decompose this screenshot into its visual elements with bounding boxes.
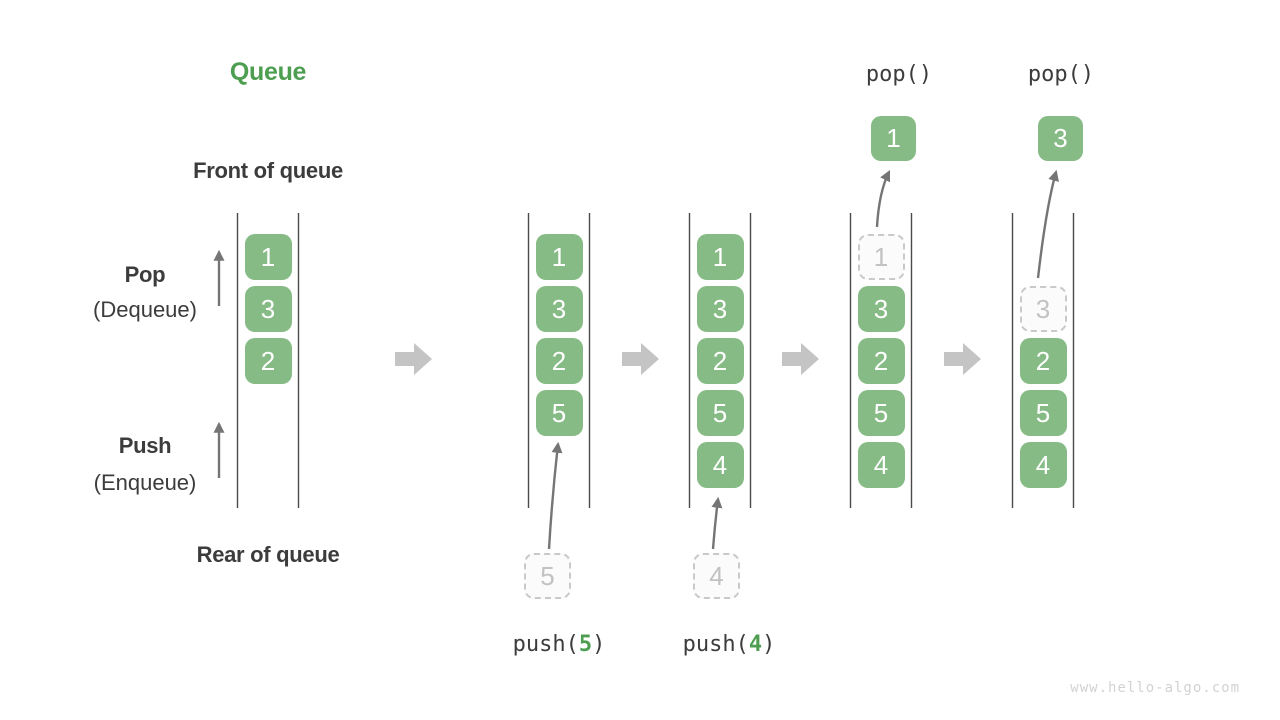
queue-cell: 4 <box>857 442 905 488</box>
enqueue-label: (Enqueue) <box>93 470 197 495</box>
queue-cell: 3 <box>244 286 292 332</box>
transition-arrows <box>395 343 981 375</box>
watermark: www.hello-algo.com <box>1070 680 1240 696</box>
push-operation-label: push(4) <box>683 632 776 657</box>
push-prefix: push( <box>682 632 749 657</box>
queue-cell: 2 <box>1019 338 1067 384</box>
pop-dequeue-label: Pop (Dequeue) <box>93 257 197 327</box>
push-suffix: ) <box>762 632 776 657</box>
queue-rails <box>236 213 1075 508</box>
front-of-queue-label: Front of queue <box>193 158 343 183</box>
queue-cell: 2 <box>535 338 583 384</box>
push-suffix: ) <box>592 632 606 657</box>
queue-cell-dashed: 3 <box>1019 286 1067 332</box>
pending-push-box: 4 <box>693 553 740 599</box>
queue-cell: 1 <box>244 234 292 280</box>
queue-cell: 5 <box>535 390 583 436</box>
queue-cell: 2 <box>696 338 744 384</box>
popped-value-box: 3 <box>1038 116 1083 161</box>
flow-arrows <box>213 169 1059 550</box>
rear-of-queue-label: Rear of queue <box>196 542 340 567</box>
dequeue-label: (Dequeue) <box>93 297 197 322</box>
pending-push-box: 5 <box>524 553 571 599</box>
queue-cell-dashed: 1 <box>857 234 905 280</box>
queue-cell: 1 <box>535 234 583 280</box>
queue-cell: 3 <box>857 286 905 332</box>
pop-operation-label: pop() <box>865 62 933 87</box>
queue-cell: 3 <box>696 286 744 332</box>
queue-cell: 4 <box>1019 442 1067 488</box>
queue-cell: 5 <box>696 390 744 436</box>
push-argument: 5 <box>578 632 593 657</box>
queue-cell: 2 <box>244 338 292 384</box>
queue-cell: 5 <box>1019 390 1067 436</box>
push-argument: 4 <box>748 632 763 657</box>
diagram-title: Queue <box>229 58 307 86</box>
push-prefix: push( <box>512 632 579 657</box>
push-enqueue-label: Push (Enqueue) <box>94 427 197 501</box>
pop-label: Pop <box>124 262 166 287</box>
push-operation-label: push(5) <box>513 632 606 657</box>
queue-cell: 4 <box>696 442 744 488</box>
push-label: Push <box>118 433 172 458</box>
queue-cell: 2 <box>857 338 905 384</box>
pop-operation-label: pop() <box>1027 62 1095 87</box>
queue-cell: 5 <box>857 390 905 436</box>
queue-cell: 3 <box>535 286 583 332</box>
popped-value-box: 1 <box>871 116 916 161</box>
queue-cell: 1 <box>696 234 744 280</box>
